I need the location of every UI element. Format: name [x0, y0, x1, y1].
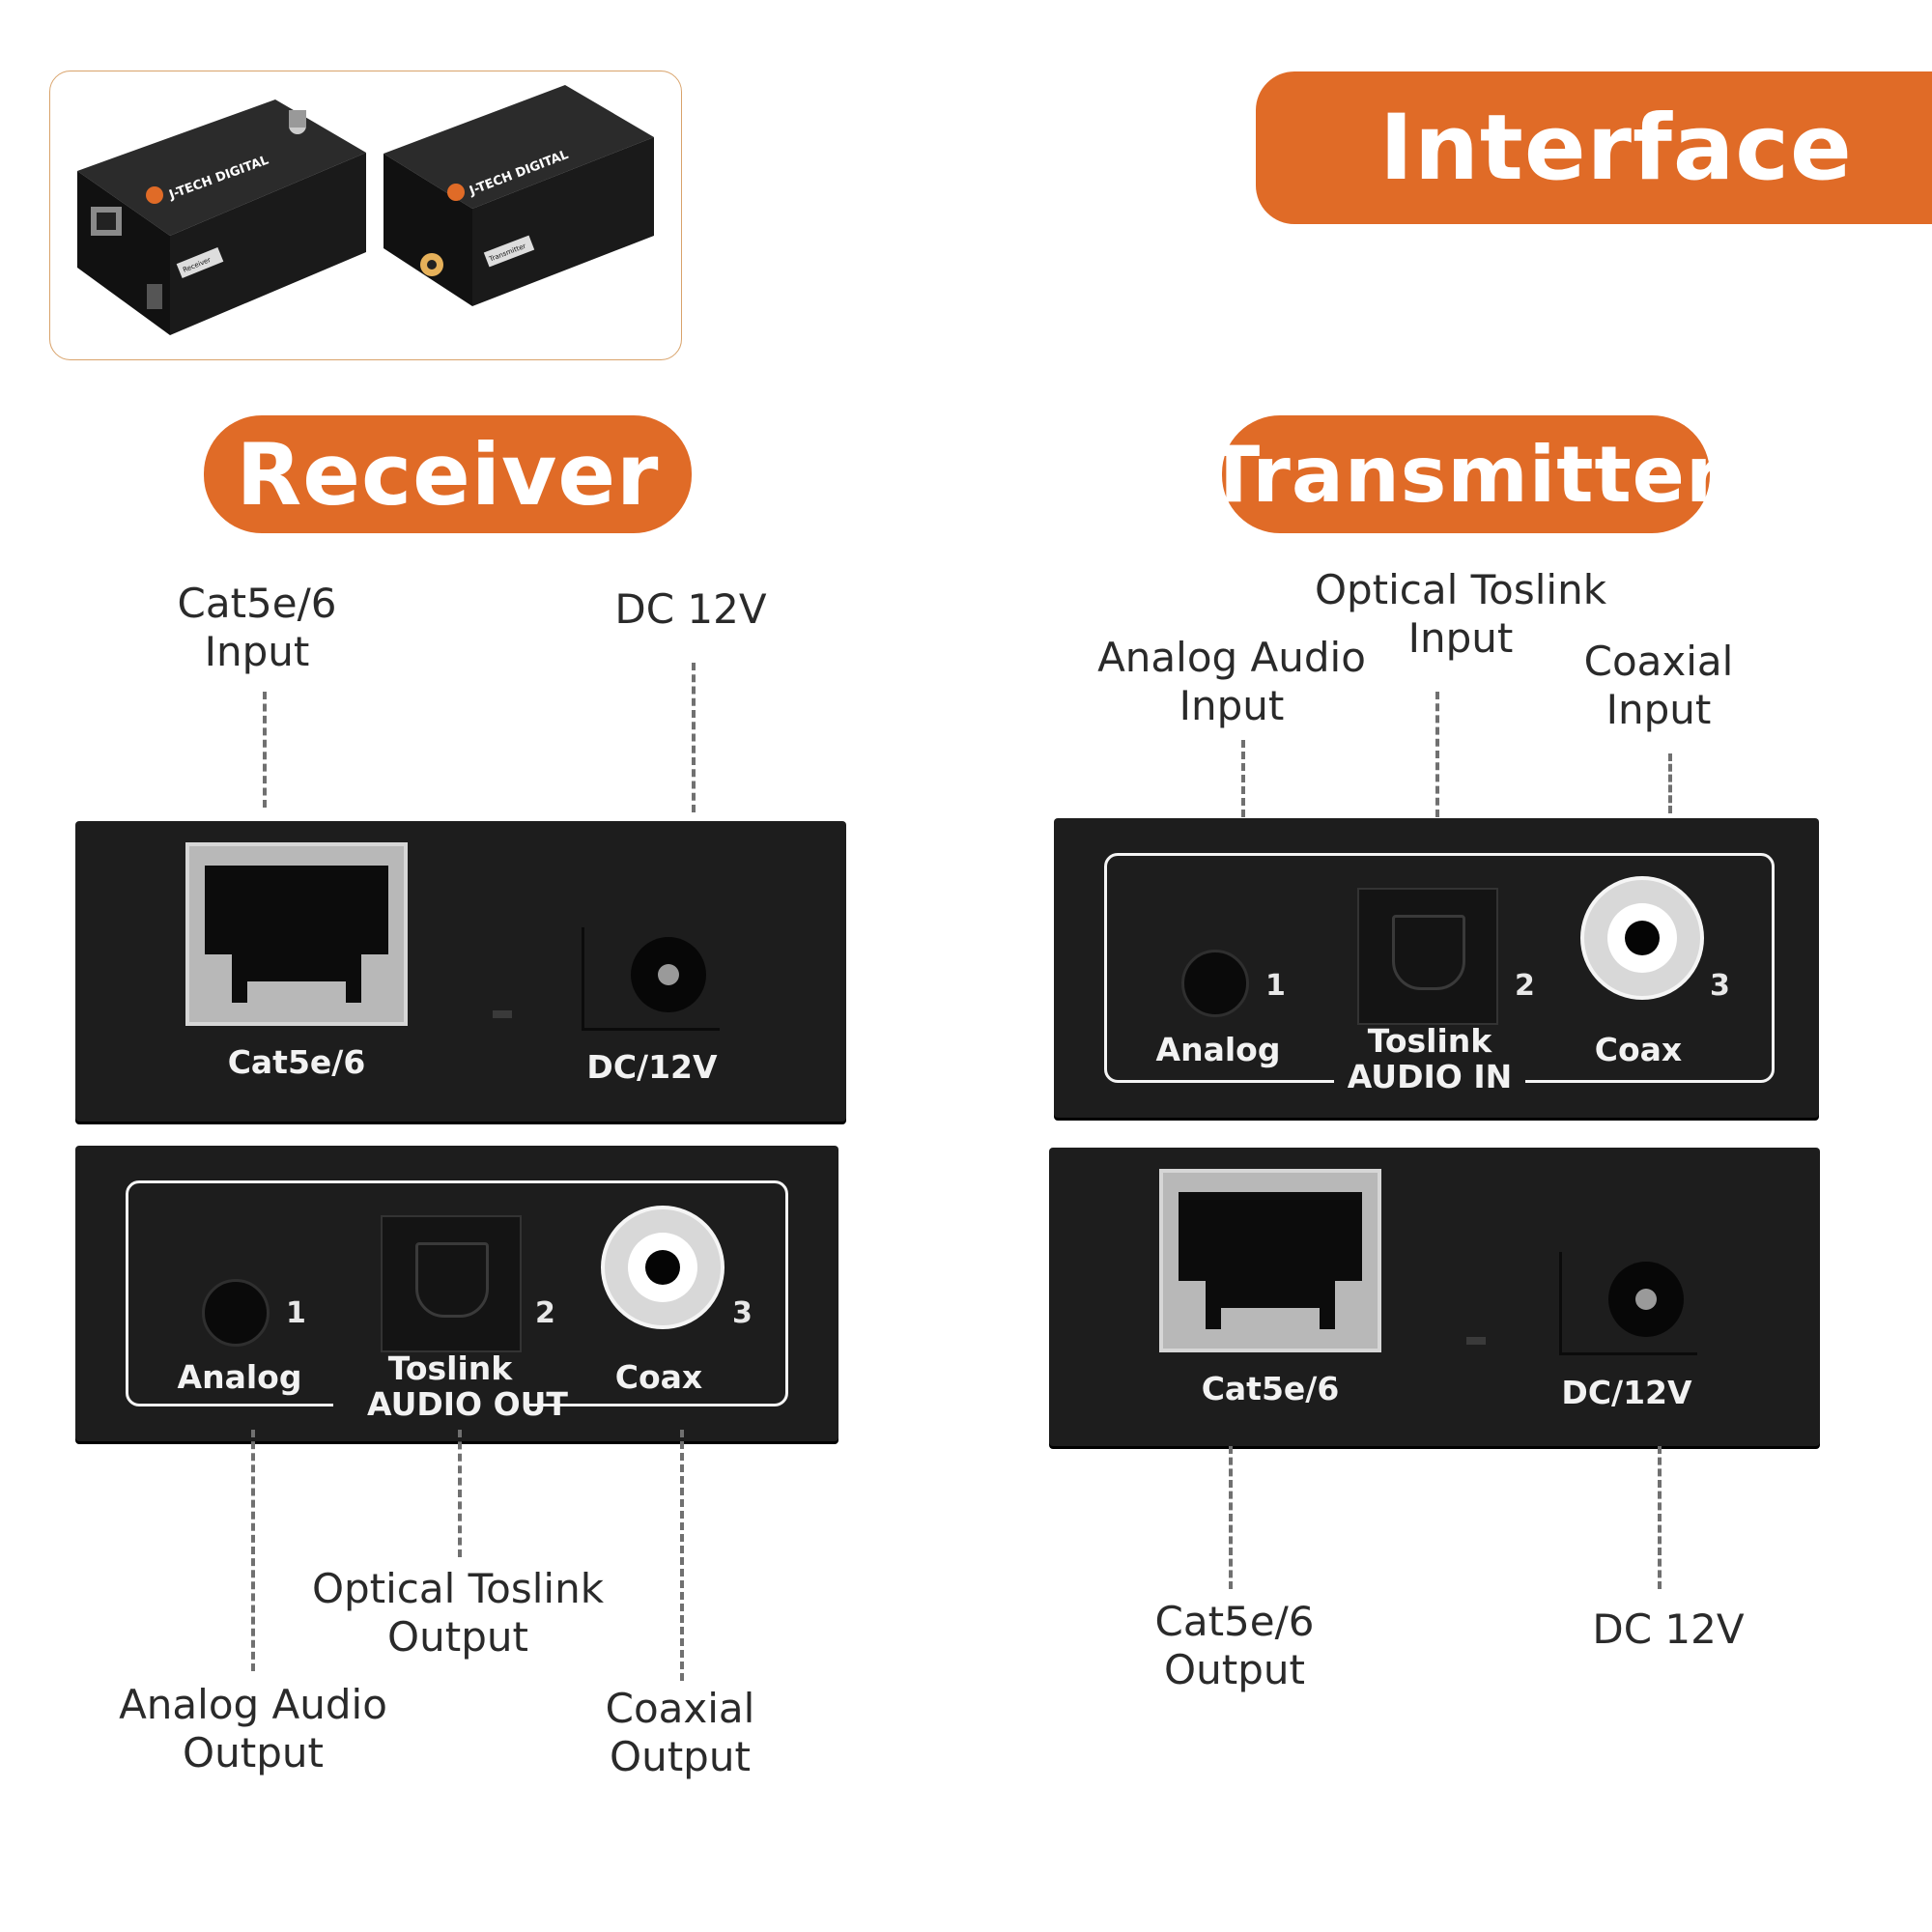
dc-label: DC/12V [1561, 1374, 1692, 1411]
coax-number: 3 [1710, 969, 1730, 1003]
callout-line-dc-receiver [692, 663, 696, 812]
callout-analog-out: Analog Audio Output [119, 1681, 387, 1776]
callout-line-analog-in [1241, 740, 1245, 817]
coax-port [601, 1206, 724, 1329]
callout-line-cat-input [263, 692, 267, 808]
receiver-bottom-panel: 1 Analog 2 Toslink AUDIO OUT 3 Coax [75, 1146, 838, 1441]
callout-cat-input: Cat5e/6 Input [177, 580, 337, 675]
toslink-port [1357, 888, 1498, 1025]
callout-coax-out: Coaxial Output [605, 1685, 755, 1780]
callout-line-coax-in [1668, 753, 1672, 813]
toslink-number: 2 [535, 1296, 555, 1330]
toslink-number: 2 [1515, 969, 1535, 1003]
receiver-top-panel: Cat5e/6 DC/12V [75, 821, 846, 1122]
callout-dc-receiver: DC 12V [614, 585, 767, 633]
toslink-label: Toslink [1367, 1022, 1492, 1060]
transmitter-top-panel: 1 Analog 2 Toslink AUDIO IN 3 Coax [1054, 818, 1819, 1118]
receiver-header: Receiver [204, 415, 692, 533]
interface-header: Interface [1256, 71, 1932, 224]
toslink-port [381, 1215, 522, 1352]
audio-in-label: AUDIO IN [1347, 1058, 1513, 1095]
callout-dc-transmitter: DC 12V [1592, 1605, 1745, 1653]
callout-line-cat-output [1229, 1446, 1233, 1589]
coax-port [1580, 876, 1704, 1000]
product-devices-image: J-TECH DIGITAL Receiver J-TECH DIGITAL T… [77, 85, 654, 335]
dc-label: DC/12V [586, 1048, 718, 1086]
analog-jack [202, 1279, 270, 1347]
led-indicator [1466, 1337, 1486, 1345]
analog-jack [1181, 950, 1249, 1017]
callout-analog-in: Analog Audio Input [1097, 634, 1366, 729]
callout-line-optical-in [1435, 692, 1439, 817]
coax-number: 3 [732, 1296, 753, 1330]
dc-jack [582, 927, 720, 1031]
callout-optical-out: Optical Toslink Output [311, 1565, 605, 1661]
callout-line-coax-out [680, 1430, 684, 1681]
callout-line-dc-transmitter [1658, 1446, 1662, 1589]
rj45-port [1159, 1169, 1381, 1352]
callout-line-analog-out [251, 1430, 255, 1671]
coax-label: Coax [614, 1358, 703, 1396]
analog-number: 1 [286, 1296, 306, 1330]
analog-number: 1 [1265, 969, 1286, 1003]
coax-label: Coax [1594, 1031, 1683, 1068]
transmitter-bottom-panel: Cat5e/6 DC/12V [1049, 1148, 1820, 1446]
analog-label: Analog [1155, 1031, 1281, 1068]
callout-line-optical-out [458, 1430, 462, 1557]
rj45-label: Cat5e/6 [227, 1043, 366, 1081]
led-indicator [493, 1010, 512, 1018]
analog-label: Analog [177, 1358, 302, 1396]
toslink-label: Toslink [387, 1350, 513, 1387]
transmitter-header: Transmitter [1208, 415, 1723, 533]
callout-cat-output: Cat5e/6 Output [1154, 1598, 1315, 1693]
dc-jack [1559, 1252, 1697, 1355]
rj45-label: Cat5e/6 [1201, 1370, 1340, 1407]
product-thumbnail: J-TECH DIGITAL Receiver J-TECH DIGITAL T… [49, 71, 682, 360]
callout-coax-in: Coaxial Input [1583, 638, 1734, 733]
audio-out-label: AUDIO OUT [367, 1385, 568, 1423]
rj45-port [185, 842, 408, 1026]
callout-optical-in: Optical Toslink Input [1314, 566, 1607, 662]
